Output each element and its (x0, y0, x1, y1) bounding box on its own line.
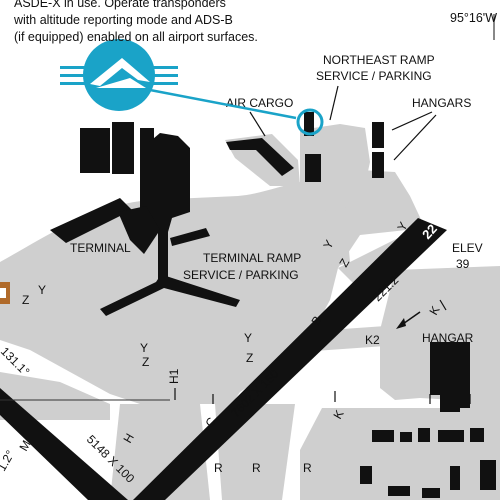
central-terminal (140, 133, 190, 232)
label-terminal: TERMINAL (70, 241, 131, 255)
leader-lines (249, 85, 437, 161)
se-building-10 (480, 460, 496, 490)
east-hangar (430, 342, 470, 412)
hangar-1 (372, 122, 384, 148)
se-building-9 (450, 466, 460, 490)
se-building-8 (422, 488, 440, 498)
label-air-cargo: AIR CARGO (226, 96, 293, 110)
notice: ASDE-X in use. Operate transponders with… (13, 0, 258, 44)
terminal-block-1 (80, 128, 110, 173)
twy-y-left: Y (38, 283, 46, 297)
label-terminal-service: SERVICE / PARKING (183, 268, 299, 282)
twy-r-left: R (214, 461, 223, 475)
air-cargo-block (305, 154, 321, 182)
runway-secondary-heading-lower: 1.2° (0, 448, 17, 474)
se-building-6 (360, 466, 372, 484)
twy-z-low: Z (246, 351, 253, 365)
callout-line (149, 88, 297, 120)
air-cargo-building (226, 138, 294, 176)
runway-secondary (0, 388, 128, 500)
twy-h1: H1 (167, 368, 181, 384)
se-building-4 (438, 430, 464, 442)
label-elev: ELEV (452, 241, 483, 255)
se-building-1 (372, 430, 394, 442)
label-terminal-ramp: TERMINAL RAMP (203, 251, 301, 265)
hangar-2 (372, 152, 384, 178)
concourse-stem (158, 232, 168, 280)
label-elev-value: 39 (456, 257, 470, 271)
label-northeast-ramp: NORTHEAST RAMP (323, 53, 435, 67)
se-building-5 (470, 428, 484, 442)
marker-icon (0, 282, 10, 304)
label-hangar: HANGAR (422, 331, 474, 345)
area-labels: AIR CARGO NORTHEAST RAMP SERVICE / PARKI… (70, 53, 483, 345)
twy-z-mid: Z (142, 355, 149, 369)
runways (0, 218, 447, 500)
notice-line-3: (if equipped) enabled on all airport sur… (14, 30, 258, 44)
runway-main (133, 218, 447, 500)
concourse-star (100, 276, 240, 316)
terminal-block-2 (112, 122, 134, 174)
pavement (0, 124, 500, 500)
northeast-building (304, 112, 314, 136)
twy-y-mid: Y (140, 341, 148, 355)
notice-line-1: ASDE-X in use. Operate transponders (14, 0, 226, 10)
terminal-pier-mid (118, 206, 160, 254)
terminal-pier-west (50, 198, 132, 243)
twy-z-left: Z (22, 293, 29, 307)
twy-y-low: Y (244, 331, 252, 345)
label-northeast-service: SERVICE / PARKING (316, 69, 432, 83)
notice-line-2: with altitude reporting mode and ADS-B (13, 13, 233, 27)
twy-r-mid: R (252, 461, 261, 475)
twy-r-right: R (303, 461, 312, 475)
coordinate-label: 95°16'W (450, 11, 497, 25)
twy-k2: K2 (365, 333, 380, 347)
label-hangars: HANGARS (412, 96, 471, 110)
se-building-3 (418, 428, 430, 442)
se-building-7 (388, 486, 410, 496)
se-building-2 (400, 432, 412, 442)
concourse-east-arm (170, 228, 210, 246)
buildings (50, 112, 496, 498)
taxiway-ticks (174, 299, 471, 404)
airport-logo-icon (60, 39, 178, 111)
callout-circle-icon (296, 108, 324, 136)
